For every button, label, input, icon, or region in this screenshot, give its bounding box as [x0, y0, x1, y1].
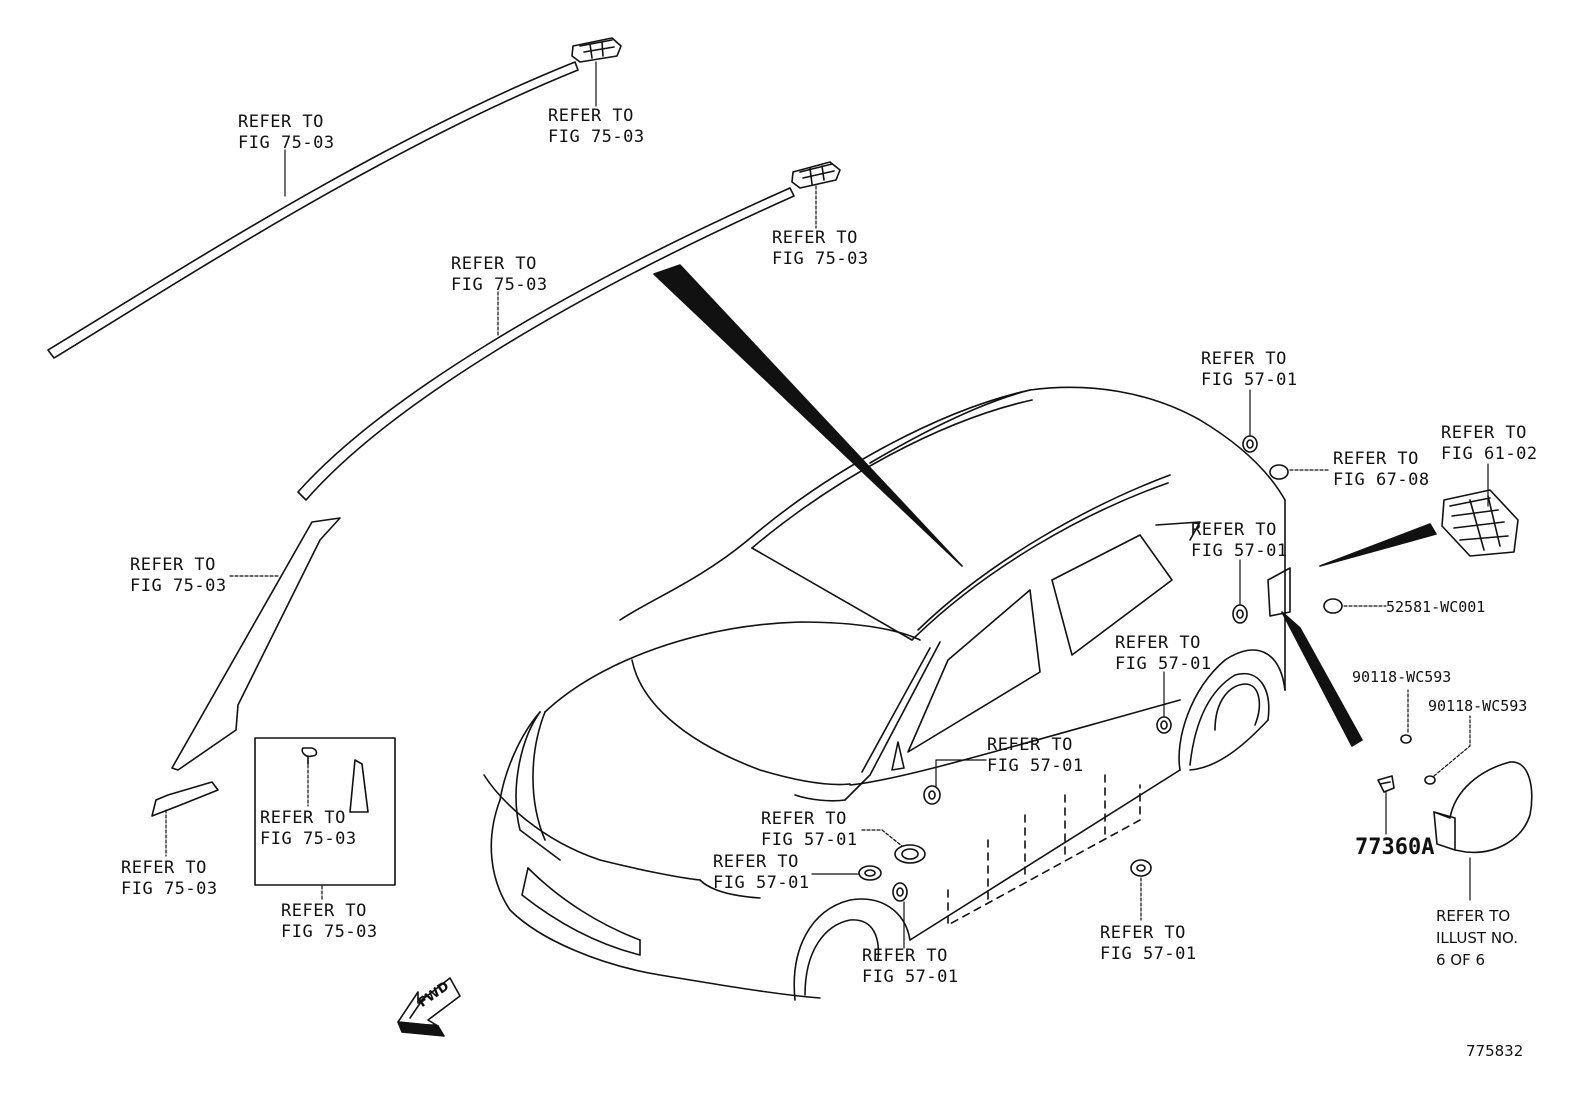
plug-fender-mid	[858, 865, 882, 881]
plug-rear-door	[1156, 716, 1172, 734]
plug-front-door	[923, 785, 941, 805]
fwd-arrow-icon	[397, 977, 461, 1037]
seal-ring	[1269, 464, 1289, 480]
callout-wedge-module	[1319, 523, 1437, 567]
screw-b	[1424, 775, 1436, 785]
gasket-ring	[1323, 598, 1343, 614]
plug-fender-upper	[894, 844, 926, 864]
plug-fender-lower	[892, 882, 908, 902]
diagram-id: 775832	[1466, 1042, 1524, 1060]
part-number-hinge: 77360A	[1355, 835, 1435, 860]
roof-rail-b-end-cap	[791, 161, 841, 189]
leader-lines	[165, 61, 1489, 949]
plug-rocker	[1130, 859, 1152, 877]
roof-rail-a	[47, 37, 622, 359]
rear-module	[1441, 489, 1519, 557]
vehicle-body	[483, 386, 1291, 1001]
plug-rear-mid	[1232, 604, 1248, 624]
body-plugs	[858, 435, 1258, 902]
part-number-gasket: 52581-WC001	[1386, 598, 1486, 616]
roof-rail-a-end-cap	[571, 37, 622, 63]
pillar-trim	[151, 517, 341, 817]
callout-wedge-roof	[653, 264, 963, 567]
part-number-screw-b: 90118-WC593	[1428, 697, 1528, 715]
part-number-screw-a: 90118-WC593	[1352, 668, 1452, 686]
screw-a	[1400, 734, 1412, 744]
fuel-door	[1433, 761, 1533, 854]
callout-wedge-fuel	[1281, 611, 1363, 747]
plug-rear-top	[1242, 435, 1258, 453]
roof-rail-b	[297, 161, 841, 501]
hinge-part	[1377, 775, 1395, 793]
lower-trim-piece	[151, 781, 219, 817]
